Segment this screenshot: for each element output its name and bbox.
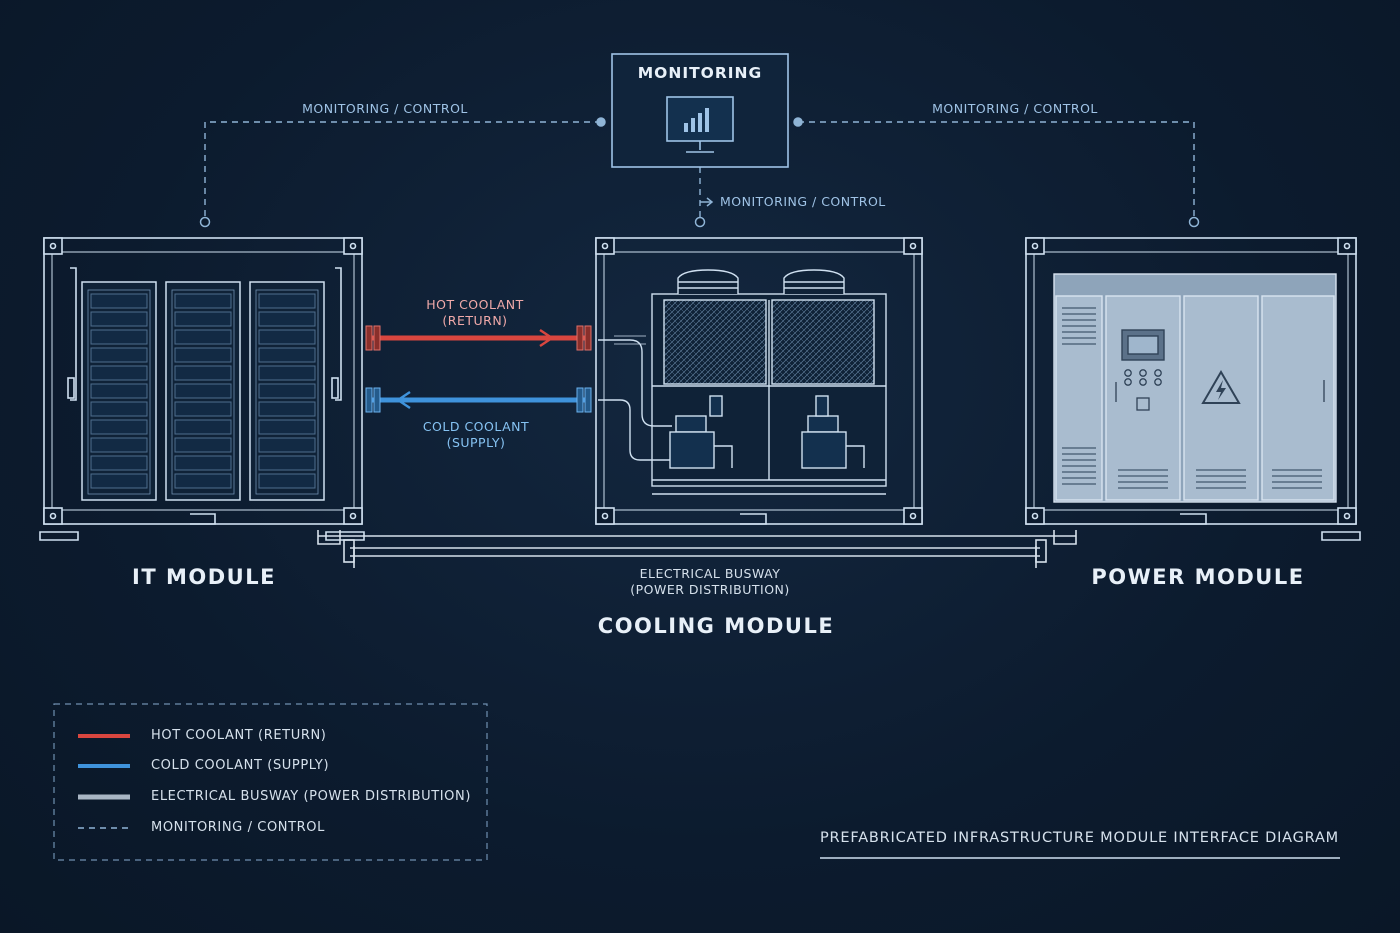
- legend-box: [53, 703, 488, 861]
- cold-coolant-label-line2: (SUPPLY): [446, 435, 506, 450]
- cold-coolant-label: COLD COOLANT (SUPPLY): [396, 419, 556, 451]
- server-racks: [81, 281, 325, 501]
- it-module-container: [39, 237, 365, 541]
- control-label-center: MONITORING / CONTROL: [720, 194, 886, 209]
- legend-label-control: MONITORING / CONTROL: [151, 820, 325, 835]
- fan-icon: [677, 269, 739, 294]
- switchgear-cabinets: [1053, 273, 1337, 503]
- server-rack-1: [81, 281, 157, 501]
- cooling-piping: [598, 335, 672, 461]
- control-label-left: MONITORING / CONTROL: [302, 101, 468, 116]
- hot-coolant-label-line2: (RETURN): [442, 313, 508, 328]
- busway-label-line2: (POWER DISTRIBUTION): [630, 582, 790, 597]
- high-voltage-warning-icon: [1201, 370, 1241, 404]
- fan-icon: [783, 269, 845, 294]
- control-link-power: [798, 121, 1195, 220]
- control-panel-screen-icon: [1121, 329, 1165, 361]
- hot-coolant-label-line1: HOT COOLANT: [426, 297, 524, 312]
- busway-label-line1: ELECTRICAL BUSWAY: [639, 566, 781, 581]
- pump-icon: [801, 395, 865, 469]
- hot-coolant-line: [365, 325, 592, 351]
- electrical-busway: [317, 530, 1077, 568]
- control-links: [204, 121, 1195, 220]
- hot-coolant-label: HOT COOLANT (RETURN): [395, 297, 555, 329]
- cold-coolant-label-line1: COLD COOLANT: [422, 419, 530, 434]
- diagram-caption: PREFABRICATED INFRASTRUCTURE MODULE INTE…: [820, 830, 1339, 846]
- power-module-container: [1025, 237, 1361, 541]
- pump-icon: [669, 395, 733, 469]
- legend-label-cold: COLD COOLANT (SUPPLY): [151, 758, 330, 773]
- legend-label-busway: ELECTRICAL BUSWAY (POWER DISTRIBUTION): [151, 789, 472, 804]
- control-label-right: MONITORING / CONTROL: [932, 101, 1098, 116]
- control-link-it: [204, 121, 601, 220]
- cooling-module-title: COOLING MODULE: [597, 614, 835, 638]
- chiller-unit: [598, 269, 887, 495]
- busway-label: ELECTRICAL BUSWAY (POWER DISTRIBUTION): [590, 566, 830, 598]
- power-module-title: POWER MODULE: [1091, 565, 1305, 589]
- cold-coolant-line: [365, 387, 592, 413]
- monitoring-title: MONITORING: [637, 64, 763, 82]
- legend-label-hot: HOT COOLANT (RETURN): [151, 728, 327, 743]
- server-rack-3: [249, 281, 325, 501]
- server-rack-2: [165, 281, 241, 501]
- monitoring-panel: [611, 53, 789, 168]
- control-link-endpoints: [199, 117, 1200, 228]
- monitor-icon: [666, 96, 734, 153]
- cooling-module-container: [595, 237, 923, 525]
- it-module-title: IT MODULE: [132, 565, 276, 589]
